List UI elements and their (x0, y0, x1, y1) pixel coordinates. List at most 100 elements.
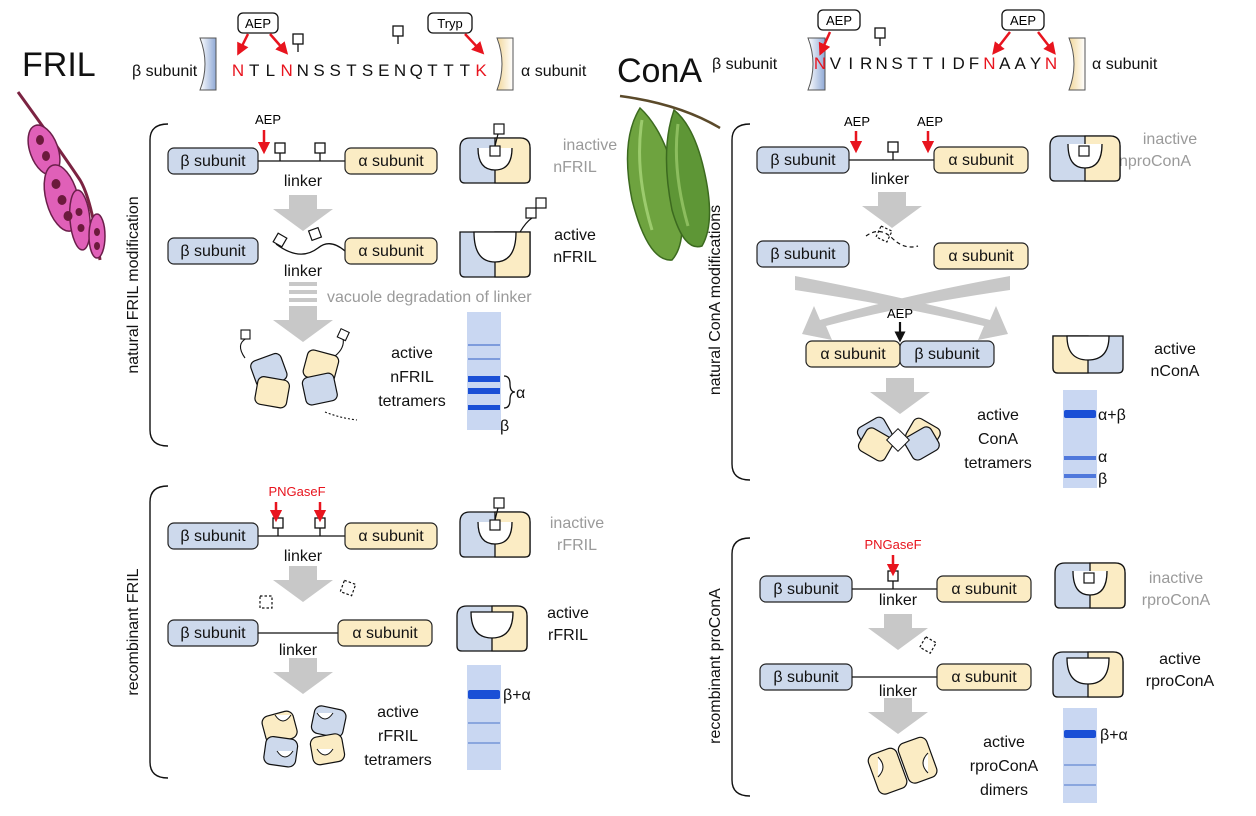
fril-n2-linker: linker (284, 263, 323, 280)
cona-r2-alpha: α subunit (951, 669, 1017, 686)
fril-r3-line1: active (377, 704, 419, 721)
fril-residue: N (280, 61, 292, 80)
fril-recombinant-tetramer-icon (261, 705, 347, 768)
fril-r2-linker: linker (279, 642, 318, 659)
fril-r1-enzyme: PNGaseF (268, 484, 325, 499)
cona-natural-step3: α subunit β subunit AEP active nConA (805, 306, 1200, 380)
cona-residue: T (923, 54, 933, 73)
cona-residue: N (1045, 54, 1057, 73)
fril-r2-state2: rFRIL (548, 627, 588, 644)
fril-degradation-note: vacuole degradation of linker (327, 289, 532, 306)
cona-n4-line2: ConA (978, 431, 1018, 448)
cona-active-icon (1052, 335, 1124, 374)
cona-seq-beta-label: β subunit (712, 56, 778, 73)
cona-title: ConA (617, 52, 702, 90)
cona-n1-linker: linker (871, 171, 910, 188)
cona-n1-enzyme2: AEP (917, 114, 943, 129)
cona-r1-beta: β subunit (773, 581, 839, 598)
cona-recombinant-gel: β+α (1063, 708, 1128, 803)
cona-recombinant-bracket (731, 537, 751, 797)
fril-aep-tag (237, 12, 279, 34)
fril-n1-beta: β subunit (180, 153, 246, 170)
cona-n2-alpha: α subunit (948, 248, 1014, 265)
cona-residue: D (952, 54, 964, 73)
fril-natural-step2: β subunit α subunit linker active nFRIL (167, 226, 597, 280)
cona-seq-alpha-label: α subunit (1092, 56, 1158, 73)
cona-residue: N (875, 54, 887, 73)
cona-residue: A (1015, 54, 1027, 73)
fril-natural-step1: β subunit α subunit linker AEP inactive … (167, 112, 617, 190)
cona-r3-line3: dimers (980, 782, 1028, 799)
fril-r1-linker: linker (284, 548, 323, 565)
fril-natural-gel: α β (467, 312, 525, 435)
cona-r1-state1: inactive (1149, 570, 1203, 587)
cona-n3-state2: nConA (1151, 363, 1200, 380)
fril-residue: Q (410, 61, 423, 80)
fril-residue: S (362, 61, 373, 80)
fril-seq-beta-edge (199, 37, 217, 91)
cona-natural-gel: α+β α β (1063, 390, 1126, 488)
fril-plant-illustration (16, 91, 106, 261)
fril-n3-line1: active (391, 345, 433, 362)
fril-aep-tag-text: AEP (245, 16, 271, 31)
cona-r1-alpha: α subunit (951, 581, 1017, 598)
fril-residue: E (378, 61, 389, 80)
fril-residue: N (297, 61, 309, 80)
fril-residue: T (346, 61, 356, 80)
cona-natural-side-label: natural ConA modifications (707, 205, 724, 395)
fril-natural-bracket (149, 123, 169, 447)
cona-n3-enzyme: AEP (887, 306, 913, 321)
cona-natural-tetramer-icon (856, 416, 941, 462)
fril-n-gel-beta: β (500, 418, 509, 435)
cona-r-inactive-icon (1054, 562, 1126, 609)
fril-recombinant-step1: β subunit α subunit linker PNGaseF inact… (167, 484, 604, 565)
cona-residue: Y (1030, 54, 1041, 73)
fril-recombinant-step2: β subunit α subunit linker active rFRIL (167, 605, 589, 659)
fril-n1-alpha-box (344, 147, 438, 175)
fril-n1-linker: linker (284, 173, 323, 190)
fril-n2-state1: active (554, 227, 596, 244)
fril-residue: T (460, 61, 470, 80)
cona-inactive-icon (1049, 135, 1121, 182)
cona-r2-beta: β subunit (773, 669, 839, 686)
fril-n1-state1: inactive (563, 137, 617, 154)
fril-n1-alpha: α subunit (358, 153, 424, 170)
cona-natural-bracket (731, 123, 751, 481)
fril-r2-beta: β subunit (180, 625, 246, 642)
cona-n1-state2: nproConA (1119, 153, 1191, 170)
fril-residue: N (232, 61, 244, 80)
cona-natural-step2: β subunit α subunit (756, 225, 1029, 270)
fril-recombinant-side-label: recombinant FRIL (125, 568, 142, 695)
cona-recombinant-side-label: recombinant proConA (707, 588, 724, 744)
cona-r-active-icon (1052, 651, 1124, 698)
cona-residue: N (983, 54, 995, 73)
cona-residue: A (999, 54, 1011, 73)
cona-residue: S (891, 54, 902, 73)
fril-tryp-tag (427, 12, 473, 34)
cona-n-gel-label-2: α (1098, 449, 1107, 466)
cona-n1-state1: inactive (1143, 131, 1197, 148)
cona-residue: V (830, 54, 842, 73)
fril-r-inactive-icon (459, 497, 531, 558)
fril-recombinant-gel: β+α (467, 665, 531, 770)
fril-residue: T (427, 61, 437, 80)
fril-n2-state2: nFRIL (553, 249, 597, 266)
cona-r1-linker: linker (879, 592, 918, 609)
cona-n3-state1: active (1154, 341, 1196, 358)
fril-r-gel-label: β+α (503, 687, 531, 704)
fril-residue: L (266, 61, 275, 80)
cona-residue: T (907, 54, 917, 73)
cona-n-gel-label-1: α+β (1098, 407, 1126, 424)
fril-residue: T (443, 61, 453, 80)
fril-r1-state2: rFRIL (557, 537, 597, 554)
fril-residue: K (475, 61, 487, 80)
fril-n1-enzyme: AEP (255, 112, 281, 127)
fril-n2-alpha: α subunit (358, 243, 424, 260)
fril-seq-alpha-label: α subunit (521, 63, 587, 80)
cona-plant-illustration (619, 94, 721, 261)
fril-natural-tetramer-icon (239, 327, 358, 421)
cona-n1-enzyme1: AEP (844, 114, 870, 129)
